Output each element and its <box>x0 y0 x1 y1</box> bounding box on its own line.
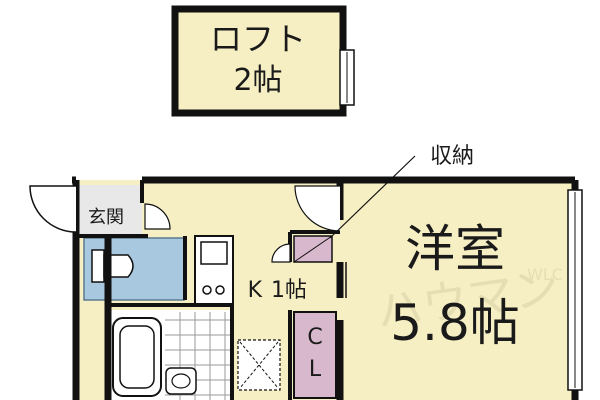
bath-area <box>110 310 230 400</box>
burner-right <box>215 285 225 295</box>
watermark-small: WLC <box>527 265 563 284</box>
kitchen-name: K <box>248 278 263 303</box>
kitchen-counter <box>194 235 234 307</box>
washer-spot <box>237 339 281 391</box>
genkan-floor <box>76 185 142 235</box>
storage-diagonal <box>293 235 333 263</box>
loft: ロフト 2帖 <box>171 5 355 117</box>
inner-walls <box>76 180 340 400</box>
western-size: 5.8帖 <box>390 294 520 352</box>
loft-room <box>171 5 347 117</box>
closet-line2: L <box>309 357 322 382</box>
toilet-room <box>83 237 185 301</box>
western-name: 洋室 <box>405 220 505 278</box>
storage-label: 収納 <box>430 144 474 169</box>
room-door <box>294 185 341 232</box>
entry-door <box>29 185 77 233</box>
washbasin-bowl <box>171 373 191 389</box>
storage-door <box>271 243 291 263</box>
bathtub-inner <box>119 325 155 389</box>
kitchen-size: 1帖 <box>271 278 307 303</box>
bath-tiles <box>165 312 230 400</box>
storage-leader <box>329 155 416 239</box>
genkan-door <box>144 203 171 230</box>
loft-size: 2帖 <box>233 63 282 98</box>
toilet-tank <box>91 249 105 283</box>
burner-left <box>202 285 212 295</box>
genkan-label: 玄関 <box>88 207 124 228</box>
sliding-door <box>339 262 347 298</box>
closet-box <box>293 311 337 399</box>
closet-line1: C <box>307 325 322 350</box>
sink <box>200 241 228 265</box>
loft-name: ロフト <box>210 20 306 58</box>
